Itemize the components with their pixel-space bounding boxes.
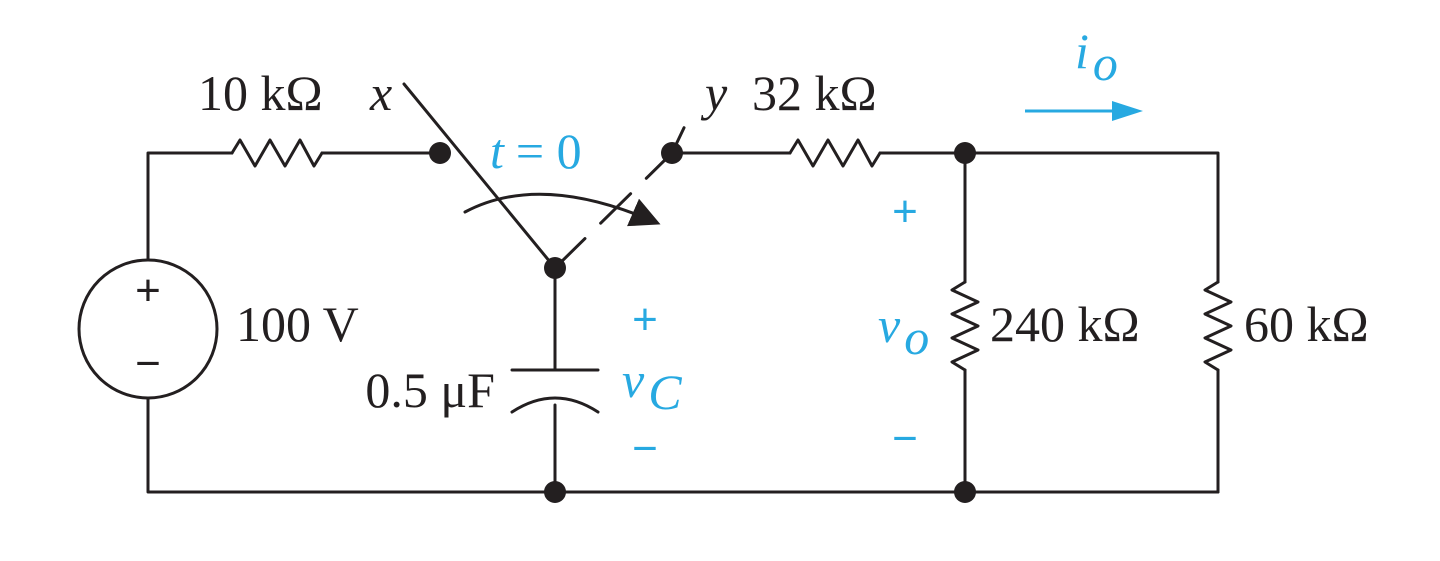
resistor-32k xyxy=(788,138,882,168)
resistor-10k xyxy=(230,138,324,168)
vc-symbol: v xyxy=(622,352,645,408)
vc-subscript: C xyxy=(648,364,682,420)
vo-symbol: v xyxy=(878,297,901,353)
io-label: i o xyxy=(1075,23,1118,91)
io-annotation: i o xyxy=(1025,23,1143,121)
source-plus-sign: + xyxy=(135,266,161,315)
vo-annotation: + v o − xyxy=(878,187,929,463)
capacitor-plate-bottom xyxy=(510,396,600,414)
node-bottom-middle xyxy=(544,481,566,503)
wire-left-top xyxy=(146,151,234,262)
switch-pole-y-label: y xyxy=(700,65,728,121)
vo-label: v o xyxy=(878,297,929,365)
node-switch-pivot xyxy=(544,257,566,279)
node-top-right xyxy=(954,142,976,164)
resistor-240k xyxy=(950,280,980,372)
switch-pole-x-label: x xyxy=(369,65,392,121)
nodes xyxy=(429,142,976,503)
wires xyxy=(146,151,1220,494)
vc-annotation: + v C − xyxy=(622,295,682,473)
voltage-source: + − xyxy=(77,258,219,400)
resistor-60k-label: 60 kΩ xyxy=(1244,296,1369,352)
source-circle xyxy=(77,258,219,400)
node-x xyxy=(429,142,451,164)
wire-r2-to-right xyxy=(878,151,1220,284)
vo-subscript: o xyxy=(904,309,929,365)
resistor-60k xyxy=(1203,280,1233,372)
capacitor xyxy=(510,368,600,414)
switch-action-arrow xyxy=(463,192,661,227)
io-symbol: i xyxy=(1075,23,1089,79)
vo-minus-sign: − xyxy=(892,414,918,463)
resistor-240k-label: 240 kΩ xyxy=(990,296,1140,352)
source-value-label: 100 V xyxy=(236,296,359,352)
vo-plus-sign: + xyxy=(892,187,918,236)
switch-blade-dashed xyxy=(553,151,674,270)
vc-plus-sign: + xyxy=(632,295,658,344)
source-minus-sign: − xyxy=(135,339,161,388)
switch xyxy=(402,82,703,270)
resistor-10k-label: 10 kΩ xyxy=(198,65,323,121)
wire-left-bottom xyxy=(146,396,1220,494)
switch-contact-y-stub xyxy=(670,90,703,155)
node-bottom-right xyxy=(954,481,976,503)
resistor-32k-label: 32 kΩ xyxy=(752,65,877,121)
vc-minus-sign: − xyxy=(632,424,658,473)
io-subscript: o xyxy=(1093,35,1118,91)
switch-time-variable: t xyxy=(490,123,505,179)
capacitor-value-label: 0.5 μF xyxy=(365,362,495,418)
switch-time-value: = 0 xyxy=(516,123,582,179)
io-arrow-head xyxy=(1112,101,1143,121)
switch-blade xyxy=(402,82,557,270)
vc-label: v C xyxy=(622,352,682,420)
switch-time-label: t = 0 xyxy=(490,123,582,179)
node-y xyxy=(661,142,683,164)
